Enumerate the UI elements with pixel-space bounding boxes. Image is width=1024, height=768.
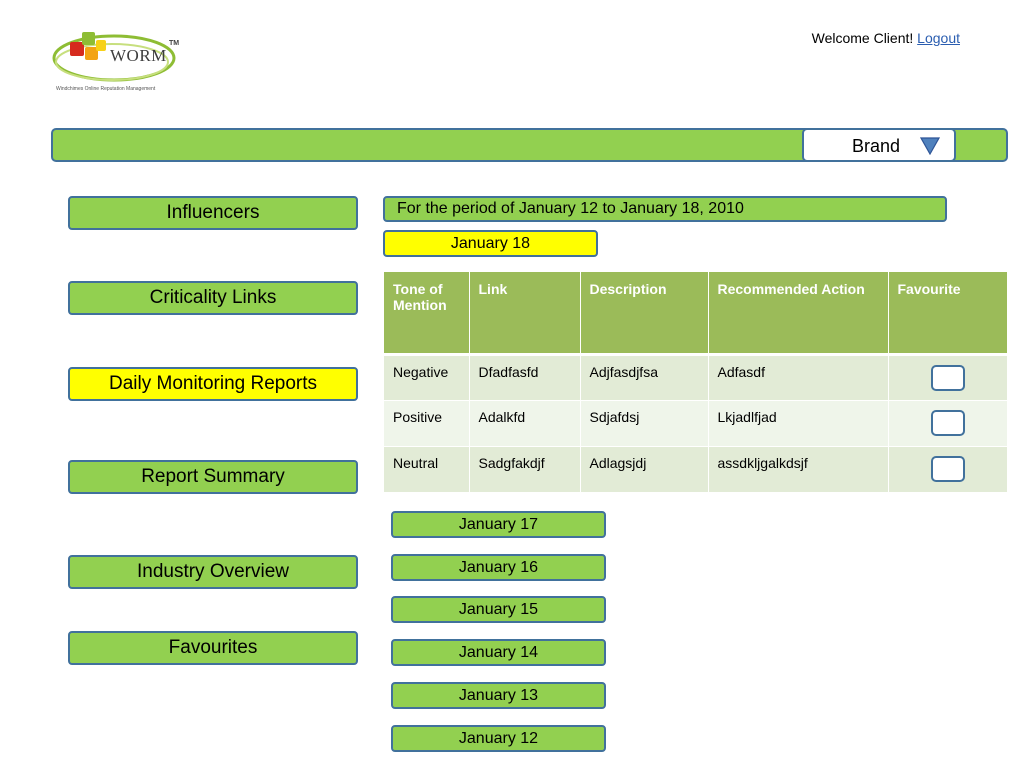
welcome-area: Welcome Client! Logout (760, 30, 960, 46)
date-button-january-16[interactable]: January 16 (391, 554, 606, 581)
logo-trademark: TM (169, 40, 180, 47)
cell-link[interactable]: Adalkfd (469, 400, 581, 447)
date-button-january-13[interactable]: January 13 (391, 682, 606, 709)
date-button-january-18[interactable]: January 18 (383, 230, 598, 257)
cell-recommended-action: assdkljgalkdsjf (708, 446, 889, 493)
brand-dropdown[interactable]: Brand (802, 128, 956, 162)
cell-recommended-action: Lkjadlfjad (708, 400, 889, 447)
favourite-checkbox[interactable] (931, 409, 966, 436)
favourite-checkbox[interactable] (931, 364, 966, 391)
report-table: Tone of Mention Link Description Recomme… (384, 272, 1007, 493)
worm-logo: WORM TM Windchimes Online Reputation Man… (52, 20, 192, 102)
column-header-favourite: Favourite (888, 272, 1007, 356)
column-header-tone: Tone of Mention (384, 272, 470, 356)
date-button-january-17[interactable]: January 17 (391, 511, 606, 538)
column-header-description: Description (580, 272, 709, 356)
column-header-link: Link (469, 272, 581, 356)
table-row: Neutral Sadgfakdjf Adlagsjdj assdkljgalk… (384, 446, 1007, 493)
sidebar-item-industry-overview[interactable]: Industry Overview (68, 555, 358, 589)
welcome-text: Welcome Client! (811, 30, 914, 46)
date-button-january-14[interactable]: January 14 (391, 639, 606, 666)
worm-logo-icon (52, 32, 176, 82)
cell-favourite (888, 354, 1007, 401)
cell-tone: Negative (384, 354, 470, 401)
column-header-recommended-action: Recommended Action (708, 272, 889, 356)
table-row: Negative Dfadfasfd Adjfasdjfsa Adfasdf (384, 354, 1007, 401)
date-button-january-15[interactable]: January 15 (391, 596, 606, 623)
sidebar-item-daily-monitoring-reports[interactable]: Daily Monitoring Reports (68, 367, 358, 401)
logo-text: WORM (110, 46, 167, 65)
date-button-january-12[interactable]: January 12 (391, 725, 606, 752)
cell-description: Sdjafdsj (580, 400, 709, 447)
cell-description: Adjfasdjfsa (580, 354, 709, 401)
logout-link[interactable]: Logout (917, 30, 960, 46)
period-banner: For the period of January 12 to January … (383, 196, 947, 222)
table-row: Positive Adalkfd Sdjafdsj Lkjadlfjad (384, 400, 1007, 447)
triangle-down-icon (920, 137, 940, 155)
cell-recommended-action: Adfasdf (708, 354, 889, 401)
cell-tone: Positive (384, 400, 470, 447)
brand-dropdown-label: Brand (852, 136, 901, 156)
sidebar-item-criticality-links[interactable]: Criticality Links (68, 281, 358, 315)
favourite-checkbox[interactable] (931, 455, 966, 482)
cell-link[interactable]: Sadgfakdjf (469, 446, 581, 493)
logo-tagline: Windchimes Online Reputation Management (56, 86, 156, 92)
table-header-row: Tone of Mention Link Description Recomme… (384, 272, 1007, 356)
cell-tone: Neutral (384, 446, 470, 493)
sidebar-item-report-summary[interactable]: Report Summary (68, 460, 358, 494)
sidebar-item-favourites[interactable]: Favourites (68, 631, 358, 665)
cell-favourite (888, 400, 1007, 447)
sidebar-item-influencers[interactable]: Influencers (68, 196, 358, 230)
cell-favourite (888, 446, 1007, 493)
cell-link[interactable]: Dfadfasfd (469, 354, 581, 401)
cell-description: Adlagsjdj (580, 446, 709, 493)
